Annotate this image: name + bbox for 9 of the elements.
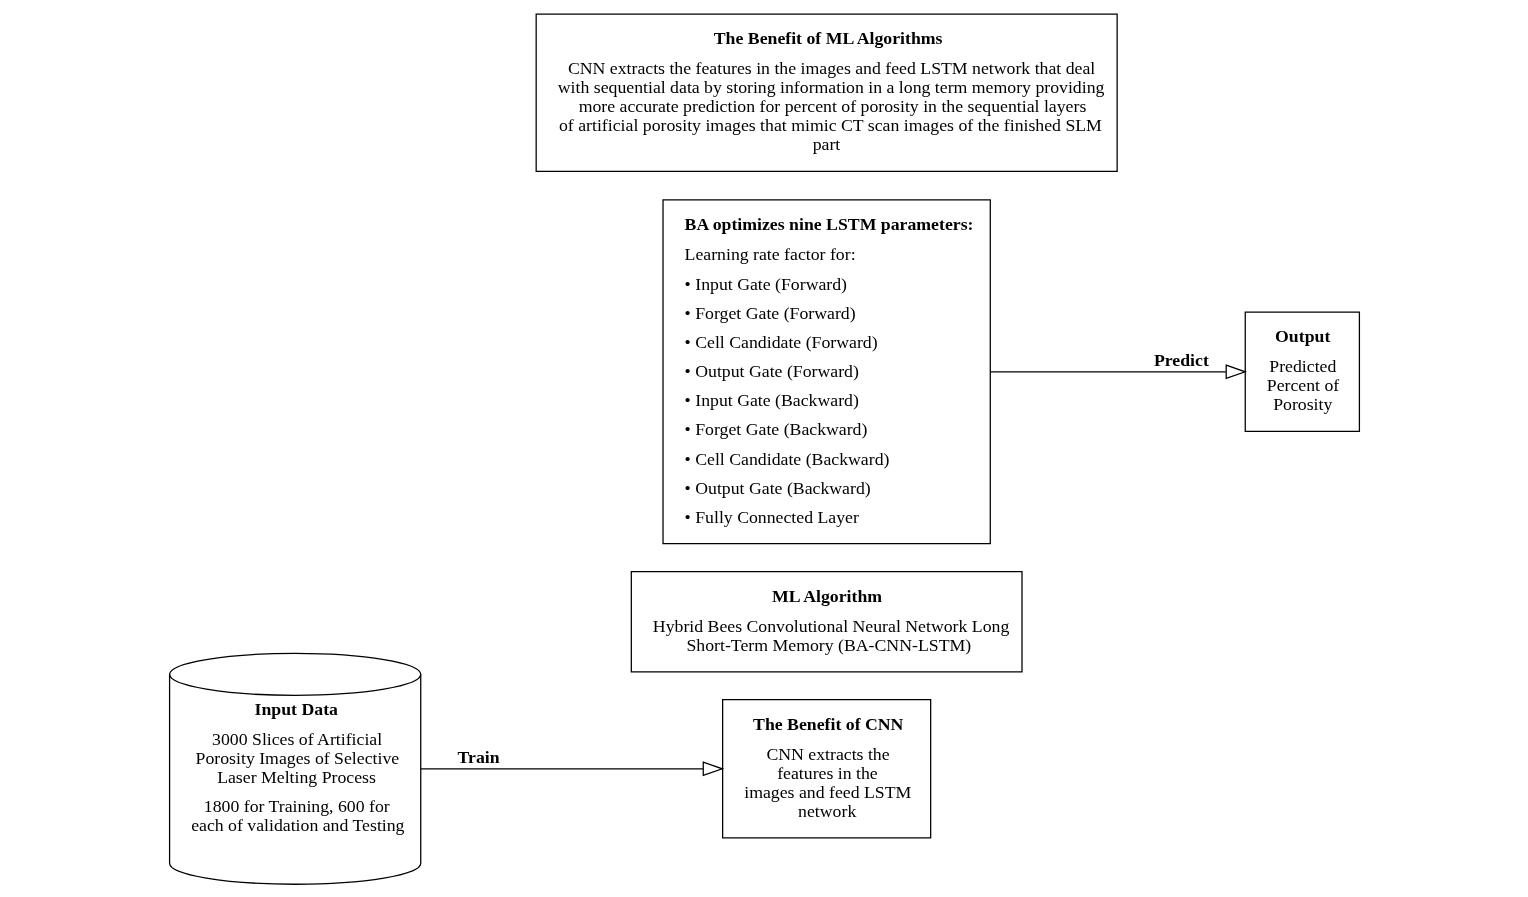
node-box: Output Predicted Percent of Porosity [1244,311,1360,432]
edge-label: Predict [1153,349,1209,370]
node-box: BA optimizes nine LSTM parameters: Learning rate factor for: • Input Gate (Forward) • Forget Gate (Forward) • Cell Candidate (Forward) • Output Gate (Forward) • Input Gate (Backward) • Forget Gate (Backward) • Cell Candidate (Backward) • Output Gate (Backward) • Fully Connected Layer [661,198,991,544]
edge-label: Train [457,746,500,767]
node-box: ML Algorithm Hybrid Bees Convolutional Neural Network Long Short-Term Memory (BA-CNN-LSTM) [630,570,1023,672]
arrow [989,363,1247,379]
arrow [419,760,724,776]
node-box: The Benefit of CNN CNN extracts the features in the images and feed LSTM network [721,698,931,839]
node-box: The Benefit of ML Algorithms CNN extracts the features in the images and feed LSTM network that deal with sequential data by storing information in a long term memory providing more accurate prediction for percent of porosity in the sequential layers of artificial porosity images that mimic CT scan images of the finished SLM part [535,12,1118,172]
